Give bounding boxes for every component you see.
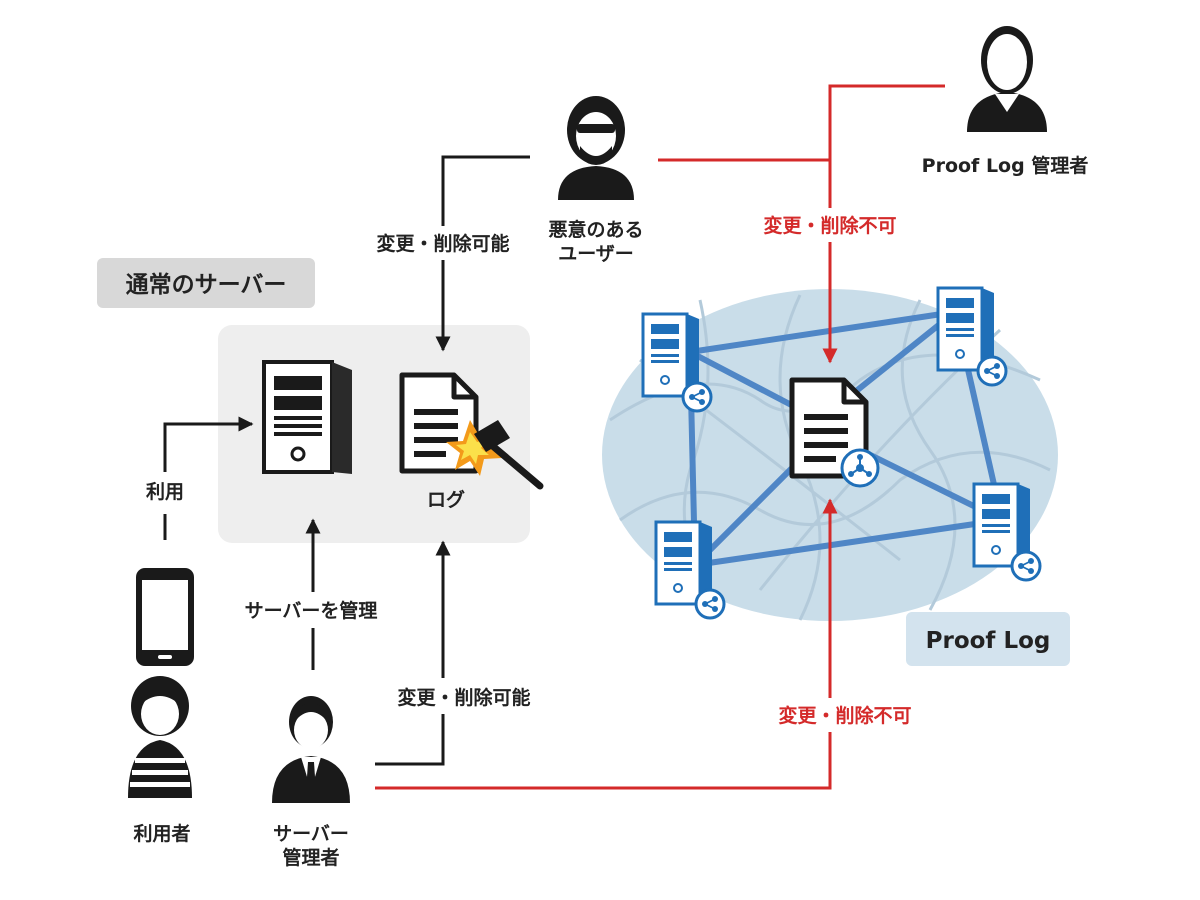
normal-server-label: 通常のサーバー bbox=[126, 272, 287, 298]
malicious-can-modify-label: 変更・削除可能 bbox=[376, 232, 509, 255]
proof-log-admin-person-icon bbox=[967, 26, 1047, 132]
server-admin-label-line2: 管理者 bbox=[282, 846, 339, 869]
cannot-modify-bottom-label-gap bbox=[758, 698, 928, 732]
share-icon bbox=[694, 588, 726, 620]
proof-log-admin-label: Proof Log 管理者 bbox=[922, 154, 1089, 177]
admin-can-modify-label-gap bbox=[384, 678, 544, 714]
cannot-modify-bottom-label: 変更・削除不可 bbox=[778, 704, 911, 727]
user-person-icon bbox=[128, 676, 192, 798]
normal-server-icon bbox=[262, 360, 354, 476]
proof-admin-cannot-modify-arrow bbox=[822, 84, 945, 364]
server-admin-person-icon bbox=[272, 696, 350, 803]
share-icon bbox=[681, 381, 713, 413]
malicious-user-person-icon bbox=[558, 96, 634, 200]
malicious-can-modify-arrow bbox=[435, 155, 530, 352]
share-icon bbox=[976, 355, 1008, 387]
cannot-modify-top-label: 変更・削除不可 bbox=[763, 214, 896, 237]
server-admin-label-line1: サーバー bbox=[273, 823, 349, 845]
use-label-gap bbox=[140, 472, 190, 514]
blockchain-node-icon bbox=[840, 448, 880, 488]
manage-server-label: サーバーを管理 bbox=[245, 599, 378, 622]
admin-can-modify-label: 変更・削除可能 bbox=[397, 686, 530, 709]
log-label: ログ bbox=[427, 488, 465, 511]
share-icon bbox=[1010, 550, 1042, 582]
smartphone-icon bbox=[136, 568, 194, 666]
normal-server-label-box bbox=[97, 258, 315, 308]
malicious-can-modify-label-gap bbox=[362, 226, 524, 260]
admin-cannot-modify-arrow bbox=[375, 498, 838, 790]
manage-server-label-gap bbox=[228, 592, 394, 628]
tamper-hammer-icon bbox=[446, 420, 544, 490]
user-label: 利用者 bbox=[133, 823, 190, 845]
use-label: 利用 bbox=[146, 481, 184, 503]
proof-log-label-box bbox=[906, 612, 1070, 666]
cannot-modify-top-label-gap bbox=[748, 208, 912, 242]
malicious-user-label-line2: ユーザー bbox=[558, 243, 634, 265]
malicious-user-label-line1: 悪意のある bbox=[548, 218, 643, 241]
admin-can-modify-arrow bbox=[375, 540, 451, 766]
proof-log-label: Proof Log bbox=[926, 628, 1051, 654]
